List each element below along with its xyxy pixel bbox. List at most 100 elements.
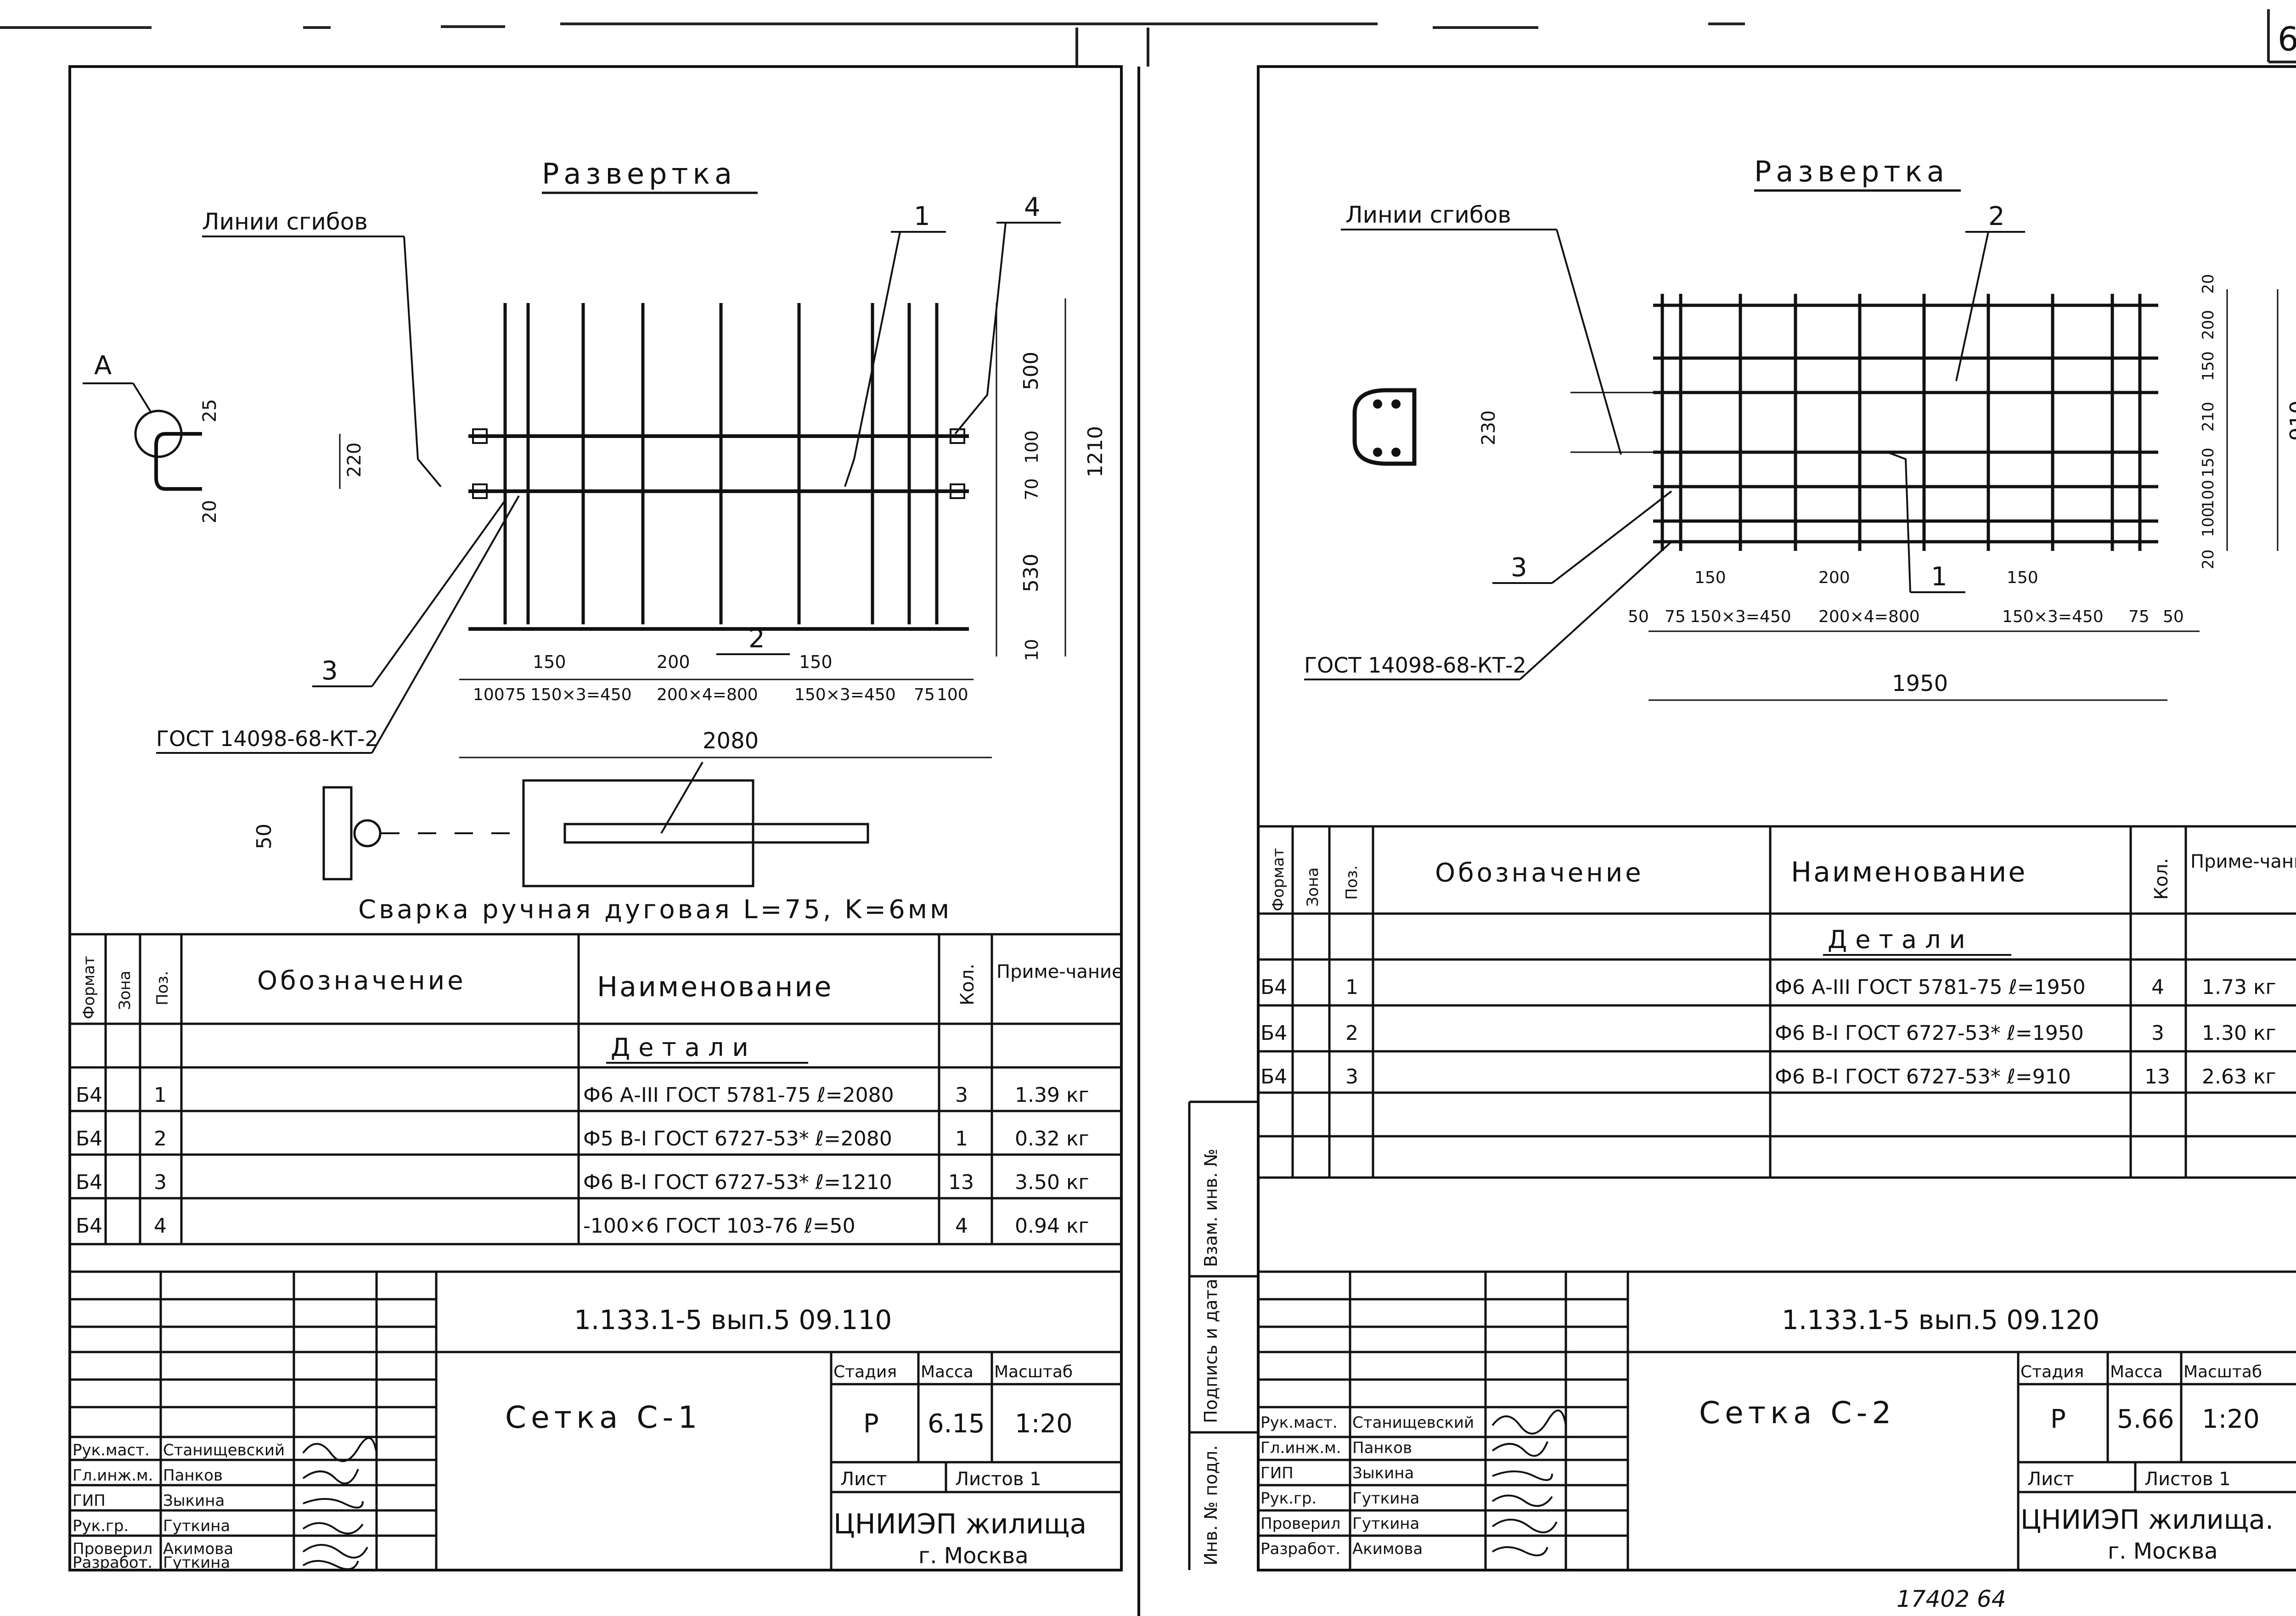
right-dim-section: 230 — [1478, 410, 1499, 445]
right-row-1-note: 1.30 кг — [2202, 1021, 2276, 1045]
left-tb-title: Сетка С-1 — [505, 1400, 702, 1435]
right-dim-bottom-5: 75 — [2128, 607, 2150, 626]
left-callout-A: А — [94, 351, 112, 381]
right-person-1: Панков — [1352, 1439, 1412, 1457]
left-row-2-format: Б4 — [76, 1171, 102, 1194]
right-row-2-note: 2.63 кг — [2202, 1065, 2276, 1089]
left-callout-3: 3 — [321, 656, 338, 686]
right-person-2: Зыкина — [1352, 1464, 1414, 1482]
right-spec-grid — [1258, 825, 2296, 1179]
right-tb-org: ЦНИИЭП жилища. — [2020, 1504, 2273, 1535]
right-role-2: ГИП — [1261, 1464, 1294, 1482]
right-dim-right-1: 200 — [2199, 310, 2217, 340]
right-mesh-bars — [1653, 294, 2158, 551]
left-hdr-qty: Кол. — [957, 964, 978, 1005]
left-tb-org: ЦНИИЭП жилища — [833, 1508, 1086, 1540]
left-tb-mass: 6.15 — [928, 1409, 985, 1439]
left-dim-bottom-5: 75 — [914, 685, 935, 704]
right-hdr-note: Приме-чание — [2190, 851, 2296, 872]
right-tb-mass: 5.66 — [2117, 1404, 2174, 1434]
left-tb-stage-label: Стадия — [833, 1363, 897, 1381]
left-callout-4: 4 — [1024, 192, 1041, 222]
left-row-2-pos: 3 — [154, 1171, 167, 1194]
page-number: 63 — [2278, 20, 2296, 58]
left-dim-total: 2080 — [703, 728, 759, 754]
right-group: Детали — [1828, 925, 1974, 954]
right-dim-right-5: 100 — [2199, 480, 2217, 510]
right-dim-top-0: 150 — [1694, 568, 1726, 587]
right-person-0: Станищевский — [1352, 1414, 1474, 1432]
right-row-2-format: Б4 — [1261, 1065, 1287, 1089]
left-tb-scale: 1:20 — [1015, 1409, 1073, 1439]
right-hdr-zone: Зона — [1304, 867, 1322, 907]
left-dim-top-0: 150 — [533, 652, 566, 672]
right-dim-bottom-4: 150×3=450 — [2002, 607, 2104, 626]
right-row-0-pos: 1 — [1345, 976, 1358, 999]
left-tb-stage: Р — [863, 1409, 879, 1439]
right-hdr-qty: Кол. — [2151, 858, 2172, 900]
right-row-1-format: Б4 — [1261, 1021, 1287, 1045]
right-role-5: Разработ. — [1261, 1540, 1340, 1558]
left-callout-2: 2 — [748, 624, 765, 654]
right-sheet: Инв. № подл. Подпись и дата Взам. инв. №… — [1137, 65, 2296, 1616]
right-row-2-pos: 3 — [1345, 1065, 1358, 1089]
right-dim-bottom-3: 200×4=800 — [1818, 607, 1920, 626]
left-hdr-zone: Зона — [116, 971, 134, 1010]
left-row-0-pos: 1 — [154, 1083, 167, 1107]
left-row-3-note: 0.94 кг — [1015, 1214, 1089, 1238]
left-dim-bottom-2: 150×3=450 — [530, 685, 632, 704]
left-row-3-format: Б4 — [76, 1214, 102, 1238]
right-dim-bottom-6: 50 — [2163, 607, 2184, 626]
right-dim-top-1: 200 — [1818, 568, 1850, 587]
footer-note: 17402 64 — [1896, 1586, 2006, 1612]
left-dim-left-2: 20 — [199, 500, 220, 523]
left-dim-left-1: 220 — [344, 443, 365, 477]
left-dim-bottom-6: 100 — [937, 685, 968, 704]
left-role-5: Разработ. — [73, 1554, 152, 1572]
left-row-3-name: -100×6 ГОСТ 103-76 ℓ=50 — [583, 1214, 855, 1238]
left-person-5: Гуткина — [163, 1554, 230, 1572]
left-dim-bottom-4: 150×3=450 — [794, 685, 896, 704]
right-leader-bends: Линии сгибов — [1345, 202, 1511, 228]
right-hdr-name: Наименование — [1791, 856, 2027, 888]
left-hdr-pos: Поз. — [153, 971, 172, 1005]
right-dim-bottom-1: 75 — [1665, 607, 1686, 626]
left-role-0: Рук.маст. — [73, 1441, 150, 1459]
right-tb-sheet-label: Лист — [2027, 1469, 2074, 1490]
right-tb-scale: 1:20 — [2202, 1404, 2260, 1434]
left-dim-right-4: 530 — [1019, 554, 1043, 592]
left-tb-sheets-label: Листов 1 — [955, 1469, 1041, 1490]
right-person-4: Гуткина — [1352, 1515, 1419, 1533]
right-row-0-format: Б4 — [1261, 976, 1287, 999]
left-mesh-cross-bars — [503, 303, 939, 624]
right-callout-3: 3 — [1511, 553, 1527, 583]
left-row-2-qty: 13 — [948, 1171, 974, 1194]
left-row-0-note: 1.39 кг — [1015, 1083, 1089, 1107]
right-row-0-note: 1.73 кг — [2202, 976, 2276, 999]
right-dim-right-7: 20 — [2199, 550, 2217, 569]
left-row-1-format: Б4 — [76, 1127, 102, 1150]
right-dim-right-3: 210 — [2199, 402, 2217, 432]
right-hdr-format: Формат — [1269, 848, 1288, 911]
right-tb-sheets-label: Листов 1 — [2144, 1469, 2231, 1490]
right-tb-title: Сетка С-2 — [1699, 1395, 1896, 1431]
left-person-3: Гуткина — [163, 1517, 230, 1535]
left-role-4: Проверил — [73, 1540, 152, 1558]
left-row-2-name: Ф6 В-I ГОСТ 6727-53* ℓ=1210 — [583, 1171, 892, 1194]
right-frame — [1257, 65, 2296, 1571]
right-row-0-name: Ф6 А-III ГОСТ 5781-75 ℓ=1950 — [1775, 976, 2086, 999]
left-group: Детали — [611, 1033, 757, 1062]
left-row-3-pos: 4 — [154, 1214, 167, 1238]
right-hdr-designation: Обозначение — [1435, 858, 1644, 888]
right-role-0: Рук.маст. — [1261, 1414, 1338, 1432]
right-row-1-name: Ф6 В-I ГОСТ 6727-53* ℓ=1950 — [1775, 1021, 2084, 1045]
right-stamp-1: Подпись и дата — [1201, 1279, 1221, 1423]
left-person-2: Зыкина — [163, 1492, 225, 1510]
left-dim-right-0: 500 — [1019, 352, 1043, 390]
right-stamp-2: Взам. инв. № — [1201, 1149, 1221, 1267]
right-stamp-0: Инв. № подл. — [1201, 1445, 1221, 1566]
right-dim-top-2: 150 — [2007, 568, 2038, 587]
left-leader-bends: Линии сгибов — [202, 208, 368, 235]
right-dim-right-0: 20 — [2199, 274, 2217, 294]
